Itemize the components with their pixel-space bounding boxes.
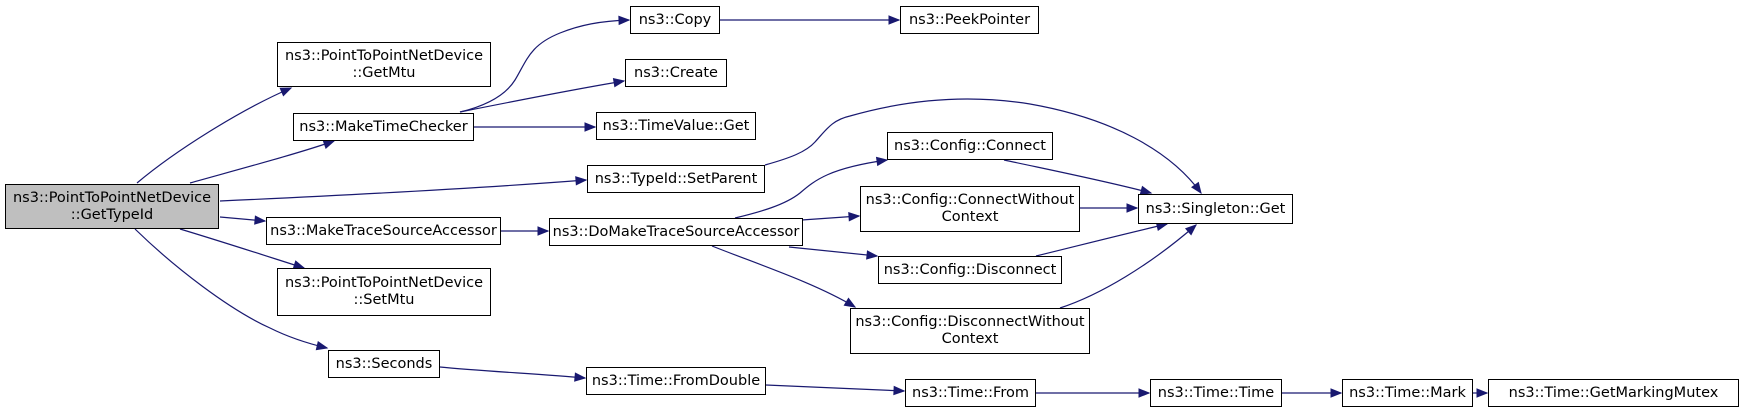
- edge-seconds-fromdouble-arrowhead: [574, 372, 587, 382]
- edge-disconnect-singleton: [1035, 223, 1168, 257]
- edge-time-mark-arrowhead: [1330, 388, 1343, 398]
- edge-gettypeid-maketimechecker: [189, 140, 335, 184]
- edge-connect-singleton-arrowhead: [1139, 185, 1153, 195]
- edge-fromdouble-from: [765, 384, 905, 392]
- node-time-getmarkingmutex[interactable]: ns3::Time::GetMarkingMutex: [1488, 379, 1739, 407]
- node-time-time[interactable]: ns3::Time::Time: [1150, 379, 1282, 407]
- edge-gettypeid-maketimechecker-arrowhead: [322, 140, 336, 149]
- node-create[interactable]: ns3::Create: [625, 59, 727, 87]
- edge-maketracesourceaccessor-do-arrowhead: [537, 226, 550, 236]
- node-time-from[interactable]: ns3::Time::From: [905, 379, 1036, 407]
- node-seconds[interactable]: ns3::Seconds: [328, 350, 440, 378]
- node-singleton-get[interactable]: ns3::Singleton::Get: [1138, 194, 1293, 224]
- edge-gettypeid-setmtu: [179, 228, 305, 269]
- node-time-fromdouble[interactable]: ns3::Time::FromDouble: [586, 367, 766, 395]
- edge-connect-singleton: [1003, 159, 1152, 194]
- node-maketimechecker[interactable]: ns3::MakeTimeChecker: [293, 113, 474, 141]
- edge-maketimechecker-create: [459, 80, 625, 113]
- edge-do-disconnectwithout-arrowhead: [843, 297, 857, 308]
- edge-gettypeid-seconds: [134, 228, 328, 349]
- node-typeid-setparent[interactable]: ns3::TypeId::SetParent: [587, 165, 765, 193]
- edge-gettypeid-seconds-arrowhead: [315, 340, 329, 351]
- edge-do-disconnectwithout: [711, 245, 856, 308]
- edge-from-time-arrowhead: [1138, 388, 1151, 398]
- edge-do-connect: [734, 159, 888, 219]
- edge-maketimechecker-copy: [459, 19, 630, 113]
- edge-gettypeid-setparent-arrowhead: [575, 176, 588, 186]
- node-timevalue-get[interactable]: ns3::TimeValue::Get: [596, 112, 756, 140]
- edge-connectwithout-singleton-arrowhead: [1126, 203, 1139, 213]
- node-config-connect[interactable]: ns3::Config::Connect: [887, 132, 1053, 160]
- node-pointtopointnetdevice-setmtu[interactable]: ns3::PointToPointNetDevice ::SetMtu: [277, 268, 491, 316]
- edge-do-disconnect-arrowhead: [866, 250, 879, 260]
- edge-do-connect-arrowhead: [875, 156, 889, 167]
- edge-disconnectwithout-singleton: [1059, 224, 1197, 309]
- edge-gettypeid-getmtu: [136, 87, 292, 184]
- edge-do-disconnect: [788, 246, 878, 257]
- edge-disconnectwithout-singleton-arrowhead: [1184, 224, 1198, 236]
- node-peekpointer[interactable]: ns3::PeekPointer: [900, 6, 1039, 34]
- node-pointtopointnetdevice-gettypeid: ns3::PointToPointNetDevice ::GetTypeId: [5, 184, 219, 229]
- edge-gettypeid-maketracesourceaccessor-arrowhead: [254, 215, 267, 225]
- node-maketracesourceaccessor[interactable]: ns3::MakeTraceSourceAccessor: [266, 217, 501, 245]
- node-time-mark[interactable]: ns3::Time::Mark: [1342, 379, 1473, 407]
- edge-seconds-fromdouble: [439, 366, 586, 379]
- edge-fromdouble-from-arrowhead: [893, 385, 906, 396]
- edge-setparent-singleton: [764, 98, 1202, 194]
- edge-do-connectwithout-arrowhead: [848, 212, 861, 222]
- node-config-disconnectwithoutcontext[interactable]: ns3::Config::DisconnectWithout Context: [850, 308, 1090, 354]
- edge-maketimechecker-timevalueget-arrowhead: [584, 122, 597, 132]
- node-copy[interactable]: ns3::Copy: [630, 6, 720, 34]
- edge-copy-peekpointer-arrowhead: [888, 15, 901, 25]
- node-config-connectwithoutcontext[interactable]: ns3::Config::ConnectWithout Context: [860, 186, 1080, 232]
- edge-gettypeid-getmtu-arrowhead: [279, 87, 293, 97]
- node-config-disconnect[interactable]: ns3::Config::Disconnect: [878, 256, 1062, 284]
- edge-maketimechecker-copy-arrowhead: [618, 15, 631, 26]
- edge-setparent-singleton-arrowhead: [1191, 181, 1202, 195]
- node-domaketracesourceaccessor[interactable]: ns3::DoMakeTraceSourceAccessor: [549, 218, 803, 246]
- edge-mark-mutex-arrowhead: [1476, 388, 1489, 398]
- node-pointtopointnetdevice-getmtu[interactable]: ns3::PointToPointNetDevice ::GetMtu: [277, 42, 491, 87]
- edge-maketimechecker-create-arrowhead: [612, 78, 626, 88]
- edge-gettypeid-setparent: [219, 179, 587, 202]
